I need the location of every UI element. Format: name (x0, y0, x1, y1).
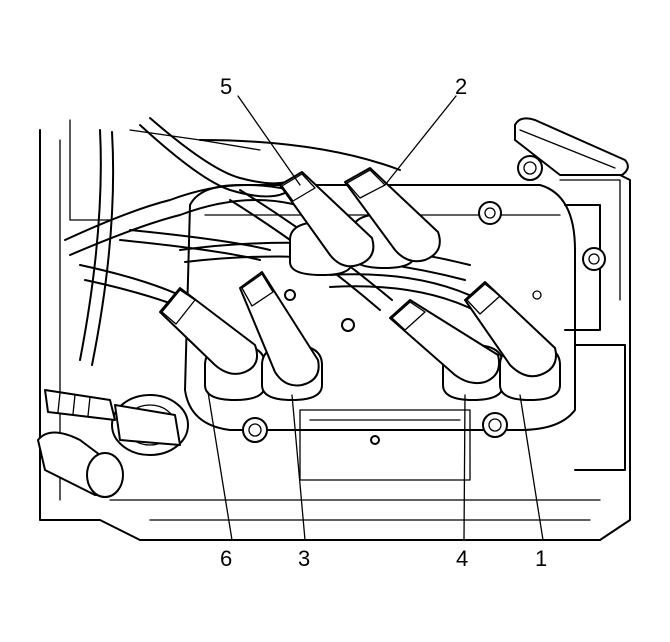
coil-boot-2 (344, 167, 441, 263)
callout-5: 5 (220, 74, 232, 99)
bolt-icon (242, 417, 268, 443)
callout-4: 4 (456, 546, 468, 571)
callout-2: 2 (455, 74, 467, 99)
bracket (514, 117, 629, 176)
coil-boot-1 (464, 281, 557, 378)
coil-boot-4 (389, 299, 501, 385)
leader-line-1 (519, 394, 544, 541)
callouts: 5 2 6 3 4 1 (220, 74, 547, 571)
callout-1: 1 (535, 546, 547, 571)
leader-line-4 (463, 394, 466, 541)
leader-line-3 (291, 394, 306, 541)
bolt-icon (341, 318, 355, 332)
bolt-icon (482, 412, 508, 438)
leader-line-6 (207, 391, 233, 541)
bolt-icon (582, 247, 606, 271)
bolts (242, 155, 606, 445)
bolt-icon (284, 289, 296, 301)
callout-3: 3 (298, 546, 310, 571)
bolt-icon (517, 155, 543, 181)
coil-boot-6 (159, 287, 258, 375)
engine-block (39, 119, 631, 541)
bolt-icon (370, 435, 380, 445)
leader-line-2 (384, 95, 457, 186)
leader-line-5 (237, 95, 301, 186)
leader-lines (207, 95, 544, 541)
bolt-icon (478, 201, 502, 225)
ignition-coils (159, 167, 561, 401)
wiring-harness (37, 117, 481, 498)
callout-6: 6 (220, 546, 232, 571)
